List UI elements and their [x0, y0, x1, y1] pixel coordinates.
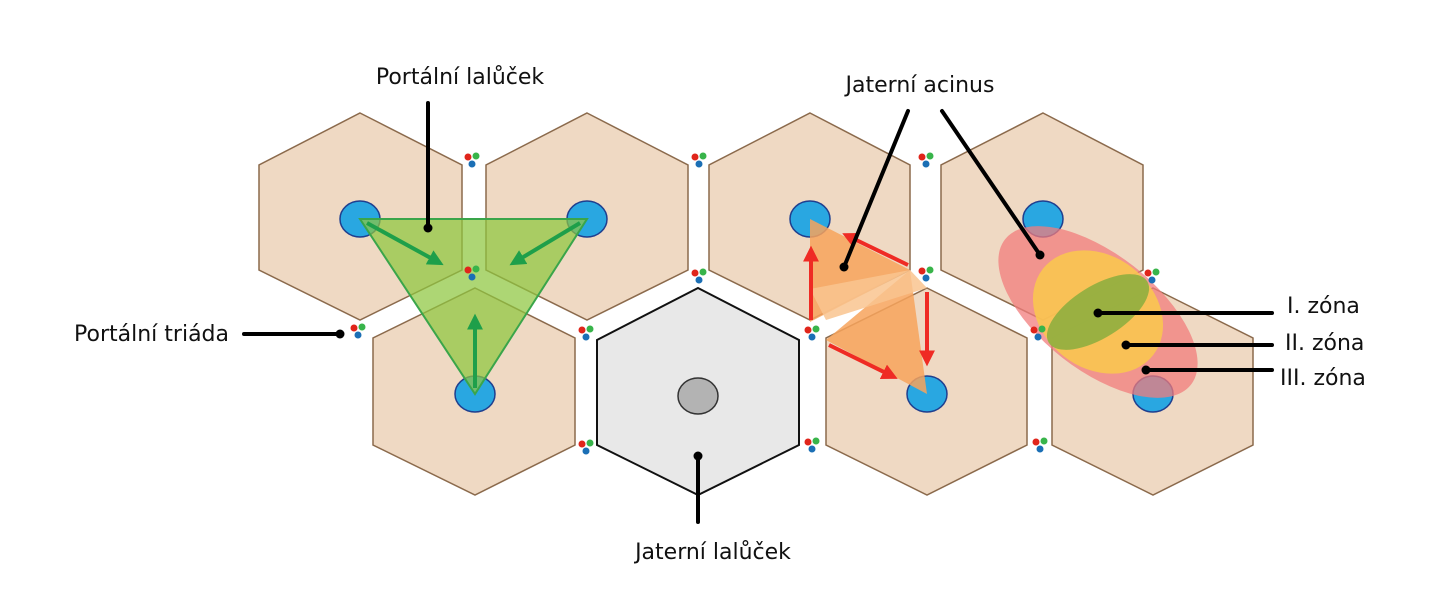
hepatic-lobule-central-vein: [677, 377, 719, 415]
hepatic-lobule: [596, 286, 800, 497]
label-zone-3: III. zóna: [1280, 366, 1366, 391]
acinus-arrow: [842, 232, 909, 267]
portal-triad: [804, 437, 820, 453]
leader-lines: [242, 101, 1274, 524]
leader-dot: [839, 262, 849, 272]
portal-triad: [804, 325, 820, 341]
label-hepatic-acinus: Jaterní acinus: [844, 73, 995, 98]
leader-dot: [1141, 365, 1151, 375]
label-zone-1: I. zóna: [1287, 294, 1360, 319]
leader-dot: [423, 223, 433, 233]
portal-triad: [1030, 325, 1046, 341]
portal-arrow: [509, 221, 582, 266]
portal-triad: [464, 152, 480, 168]
portal-lobule: [358, 218, 589, 396]
label-portal-lobule: Portální lalůček: [376, 65, 545, 90]
leader-dot: [1093, 308, 1103, 318]
label-zone-2: II. zóna: [1285, 331, 1364, 356]
portal-arrow: [366, 221, 444, 266]
leader-acinus-left: [842, 109, 910, 269]
leader-dot: [693, 451, 703, 461]
portal-triad: [578, 325, 594, 341]
acinus-lower-triangle: [826, 270, 927, 394]
label-hepatic-lobule: Jaterní lalůček: [633, 540, 791, 565]
labels: Portální lalůček Jaterní acinus Portální…: [74, 65, 1366, 565]
leader-dot: [1121, 340, 1131, 350]
portal-triad: [918, 266, 934, 282]
leader-dot: [1035, 250, 1045, 260]
portal-triads: [350, 152, 1160, 455]
portal-triad: [1144, 268, 1160, 284]
leader-acinus-right: [940, 109, 1042, 257]
portal-triad: [350, 323, 366, 339]
portal-triad: [918, 152, 934, 168]
hepatic-acinus: [803, 219, 935, 394]
acinus-overlap: [810, 270, 927, 320]
portal-triad: [578, 439, 594, 455]
label-portal-triad: Portální triáda: [74, 322, 229, 347]
portal-triad: [1032, 437, 1048, 453]
portal-triad: [691, 152, 707, 168]
portal-triad: [691, 268, 707, 284]
portal-lobule-triangle: [358, 218, 589, 396]
acinus-arrow: [828, 343, 898, 379]
leader-dot: [335, 329, 345, 339]
portal-triad: [464, 265, 480, 281]
